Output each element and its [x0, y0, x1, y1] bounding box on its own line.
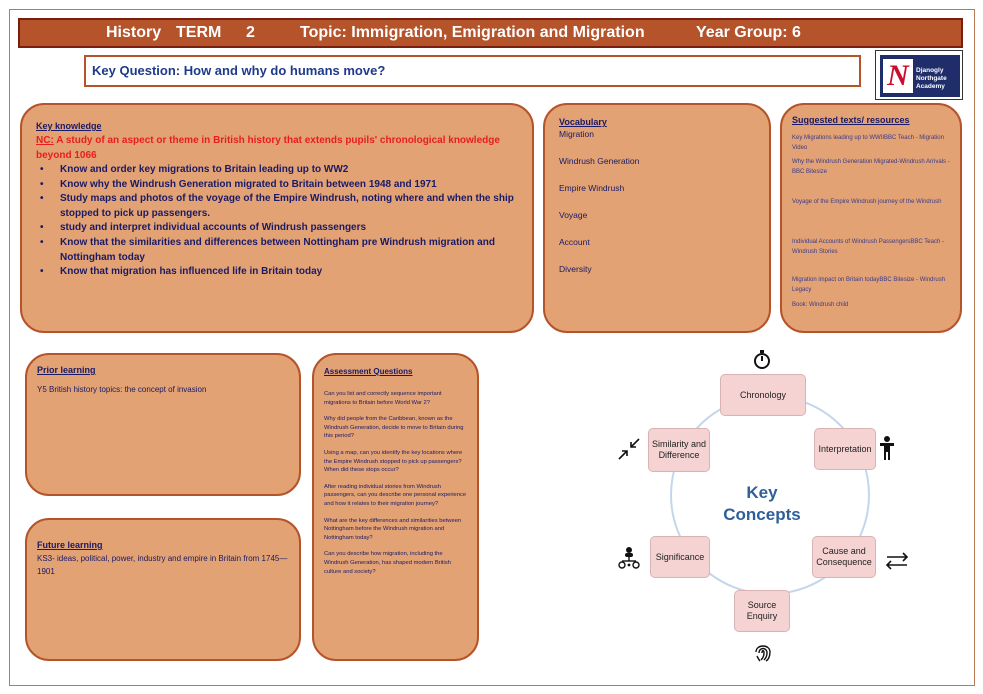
assessment-question: Can you describe how migration, includin…	[324, 551, 451, 575]
list-item: study and interpret individual accounts …	[36, 221, 518, 236]
vocab-item: Empire Windrush	[559, 183, 625, 193]
assessment-panel: Assessment Questions Can you list and co…	[312, 353, 479, 661]
person-icon	[876, 436, 898, 465]
concept-significance: Significance	[650, 536, 710, 578]
compress-arrows-icon	[616, 438, 642, 465]
logo-line-2: Northgate	[916, 75, 947, 82]
vocabulary-heading: Vocabulary	[559, 117, 607, 127]
arrows-exchange-icon	[884, 552, 910, 575]
key-question: Key Question: How and why do humans move…	[84, 55, 861, 87]
logo-background: N Djanogly Northgate Academy	[880, 55, 960, 97]
key-concepts-title: Key Concepts	[712, 482, 812, 526]
logo-line-3: Academy	[916, 83, 945, 90]
key-concepts-title-line-1: Key	[746, 483, 778, 502]
assessment-question: After reading individual stories from Wi…	[324, 483, 467, 507]
term-label: TERM	[176, 24, 222, 41]
prior-learning-heading: Prior learning	[37, 365, 96, 375]
key-knowledge-panel: Key knowledge NC: A study of an aspect o…	[20, 103, 534, 333]
vocab-item: Diversity	[559, 264, 592, 274]
key-knowledge-heading: Key knowledge	[36, 121, 102, 131]
key-knowledge-list: Know and order key migrations to Britain…	[36, 163, 518, 280]
resources-heading: Suggested texts/ resources	[792, 115, 910, 125]
fingerprint-icon	[752, 640, 774, 667]
logo-line-1: Djanogly	[916, 67, 944, 74]
concept-interpretation: Interpretation	[814, 428, 876, 470]
assessment-question: What are the key differences and similar…	[324, 517, 462, 541]
stopwatch-icon	[750, 350, 774, 375]
page-header: History TERM 2 Topic: Immigration, Emigr…	[18, 18, 963, 48]
year-group-label: Year Group: 6	[696, 24, 801, 41]
resources-panel: Suggested texts/ resources Key Migration…	[780, 103, 962, 333]
vocabulary-panel: Vocabulary Migration Windrush Generation…	[543, 103, 771, 333]
assessment-heading: Assessment Questions	[324, 367, 413, 376]
national-curriculum-statement: NC: A study of an aspect or theme in Bri…	[36, 133, 518, 163]
subject-label: History	[106, 24, 162, 41]
prior-learning-panel: Prior learning Y5 British history topics…	[25, 353, 301, 496]
list-item: Know and order key migrations to Britain…	[36, 163, 518, 178]
concept-cause-and-consequence: Cause and Consequence	[812, 536, 876, 578]
nc-label: NC:	[36, 135, 54, 146]
resource-link[interactable]: Individual Accounts of Windrush Passenge…	[792, 239, 944, 255]
prior-learning-text: Y5 British history topics: the concept o…	[37, 385, 207, 394]
concept-chronology: Chronology	[720, 374, 806, 416]
list-item: Know that the similarities and differenc…	[36, 236, 518, 265]
resource-link[interactable]: Migration impact on Britain todayBBC Bit…	[792, 277, 946, 293]
resource-link[interactable]: Book: Windrush child	[792, 302, 849, 308]
vocab-item: Voyage	[559, 210, 588, 220]
list-item: Study maps and photos of the voyage of t…	[36, 192, 518, 221]
assessment-question: Using a map, can you identify the key lo…	[324, 449, 463, 474]
term-number: 2	[246, 24, 255, 41]
resource-link[interactable]: Why the Windrush Generation Migrated-Win…	[792, 159, 950, 175]
vocab-item: Windrush Generation	[559, 156, 640, 166]
concept-source-enquiry: Source Enquiry	[734, 590, 790, 632]
future-learning-text: KS3- ideas, political, power, industry a…	[37, 554, 288, 576]
vocab-item: Migration	[559, 129, 594, 139]
key-concepts-diagram: Key Concepts Chronology Interpretation C…	[600, 340, 930, 670]
assessment-question: Can you list and correctly sequence impo…	[324, 391, 442, 406]
concept-similarity-and-difference: Similarity and Difference	[648, 428, 710, 472]
list-item: Know that migration has influenced life …	[36, 265, 518, 280]
future-learning-heading: Future learning	[37, 540, 103, 550]
academy-logo: N Djanogly Northgate Academy	[875, 50, 963, 100]
key-concepts-title-line-2: Concepts	[723, 505, 801, 524]
future-learning-panel: Future learning KS3- ideas, political, p…	[25, 518, 301, 661]
network-people-icon	[616, 546, 642, 575]
nc-text: A study of an aspect or theme in British…	[36, 135, 500, 161]
resource-link[interactable]: Key Migrations leading up to WWIIBBC Tea…	[792, 135, 944, 151]
logo-mark: N	[883, 59, 913, 93]
list-item: Know why the Windrush Generation migrate…	[36, 178, 518, 193]
assessment-question: Why did people from the Caribbean, known…	[324, 416, 464, 440]
page-frame	[9, 9, 975, 686]
vocab-item: Account	[559, 237, 590, 247]
topic-label: Topic: Immigration, Emigration and Migra…	[300, 24, 645, 41]
resource-link[interactable]: Voyage of the Empire Windrush journey of…	[792, 199, 942, 205]
